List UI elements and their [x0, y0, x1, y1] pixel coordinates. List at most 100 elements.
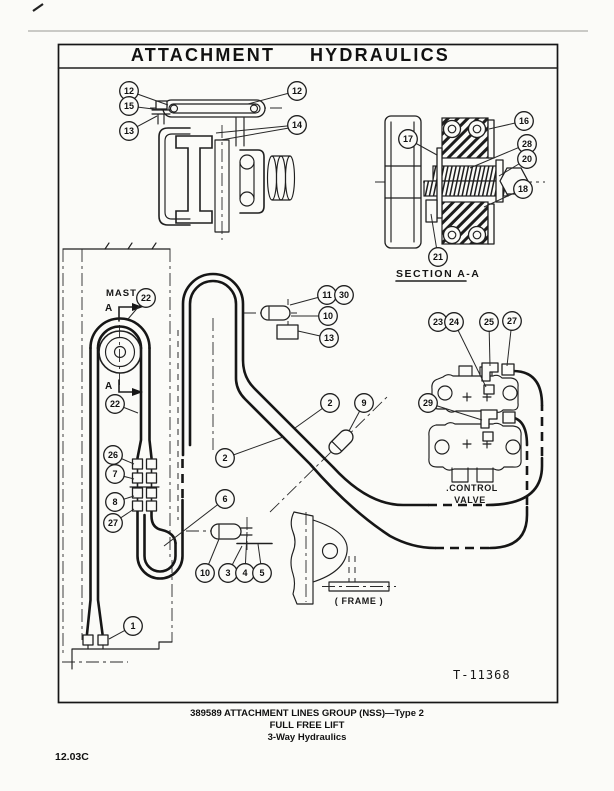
- callout-27: [502, 311, 522, 331]
- callout-label-22: 22: [110, 399, 120, 409]
- callout-label-13: 13: [324, 333, 334, 343]
- callout-24: [444, 312, 464, 332]
- callout-label-2: 2: [222, 453, 227, 463]
- title-attachment: ATTACHMENT: [131, 45, 275, 65]
- arrow-a-top-line: [118, 306, 133, 322]
- callout-20: [517, 149, 537, 169]
- caption-line1: 389589 ATTACHMENT LINES GROUP (NSS)—Type…: [190, 708, 424, 719]
- arrow-a-bottom-line: [118, 379, 133, 393]
- sheave-flange-1: [266, 155, 278, 201]
- elbow-fitting-25: [481, 362, 499, 382]
- registration-tick: [32, 3, 44, 12]
- fitting-1b: [97, 634, 109, 646]
- channel-right: [239, 149, 265, 214]
- caption-line2: FULL FREE LIFT: [270, 720, 345, 731]
- valve-port-lr: [505, 439, 521, 455]
- bar-curl-right: [249, 104, 259, 113]
- ubend-outer: [136, 498, 184, 580]
- fitting-8b: [145, 487, 158, 499]
- control-valve-label-2: VALVE: [454, 495, 486, 505]
- fitting-26b: [145, 458, 158, 470]
- callout-15: [119, 96, 139, 116]
- callout-9: [354, 393, 374, 413]
- figure-frame: ATTACHMENT HYDRAULICS: [57, 43, 559, 704]
- sheave-flange-2: [275, 155, 287, 201]
- callout-label-2: 2: [327, 398, 332, 408]
- frame-bracket: ( FRAME ): [290, 511, 396, 606]
- control-valve: .CONTROL VALVE: [428, 362, 522, 505]
- callout-label-14: 14: [292, 120, 302, 130]
- callout-2: [215, 448, 235, 468]
- valve-port-ul: [437, 385, 453, 401]
- square-fitting-b: [502, 411, 516, 424]
- valve-bottom-tabs: [451, 467, 494, 483]
- bolt-detail-2: [472, 124, 482, 134]
- plate-top: [487, 119, 495, 159]
- valve-body-lower: [428, 422, 522, 471]
- callout-21: [428, 247, 448, 267]
- bar-curl-left: [169, 104, 179, 113]
- frame-label: ( FRAME ): [335, 596, 383, 606]
- callout-29: [418, 393, 438, 413]
- fitting-10-pill: [210, 523, 242, 540]
- page-code: 12.03C: [55, 751, 89, 763]
- carriage-outline: [71, 641, 173, 670]
- section-aa: SECTION A-A: [384, 115, 529, 282]
- hydraulic-hoses: [85, 272, 544, 636]
- caption-line3: 3-Way Hydraulics: [268, 732, 347, 743]
- callout-16: [514, 111, 534, 131]
- bolt-detail-3: [447, 230, 457, 240]
- bushing: [425, 199, 438, 223]
- figure-border: [57, 43, 559, 704]
- mast-loop-inner: [96, 325, 143, 350]
- callout-14: [287, 115, 307, 135]
- bolt-top-right: [467, 119, 487, 139]
- bar-supports: [235, 117, 245, 147]
- title-hydraulics: HYDRAULICS: [310, 45, 450, 65]
- hose2-a-corner: [485, 456, 544, 507]
- callout-label-26: 26: [108, 450, 118, 460]
- fitting-27a: [131, 500, 144, 512]
- callout-label-12: 12: [124, 86, 134, 96]
- callout-label-11: 11: [322, 290, 332, 300]
- square-fitting-27: [501, 363, 515, 376]
- square-fitting-23-24: [483, 384, 495, 395]
- callout-10: [318, 306, 338, 326]
- hose2-b: [188, 279, 437, 550]
- bolt-detail-1: [447, 124, 457, 134]
- callout-25: [479, 312, 499, 332]
- callout-22: [105, 394, 125, 414]
- section-aa-label: SECTION A-A: [396, 268, 480, 280]
- callout-label-13: 13: [124, 126, 134, 136]
- control-valve-label-1: .CONTROL: [446, 483, 498, 493]
- callout-18: [513, 179, 533, 199]
- i-beam: [175, 135, 213, 224]
- tick-marks: [104, 242, 157, 250]
- caption-block: 389589 ATTACHMENT LINES GROUP (NSS)—Type…: [190, 708, 424, 743]
- callout-leader-14: [215, 124, 298, 134]
- gusset-hole: [321, 542, 339, 560]
- callout-22: [136, 288, 156, 308]
- callout-1: [123, 616, 143, 636]
- fitting-13-square: [276, 324, 299, 340]
- arrow-a-bottom-label: A: [105, 381, 112, 392]
- fitting-1a: [82, 634, 94, 646]
- arrow-a-top-head: [132, 303, 143, 311]
- callout-label-10: 10: [323, 311, 333, 321]
- scan-artifacts: [28, 3, 588, 32]
- elbow-fitting-29: [480, 409, 498, 429]
- mast-label: MAST: [106, 288, 137, 299]
- callout-label-3: 3: [225, 568, 230, 578]
- hose-right-b: [136, 346, 143, 460]
- callout-label-21: 21: [433, 252, 443, 262]
- callout-label-12: 12: [292, 86, 302, 96]
- mast-pulley-hub: [113, 345, 127, 359]
- valve-port-ll: [434, 439, 450, 455]
- sheave-detail-lines: [384, 121, 422, 243]
- mast-area: MAST A A: [98, 288, 143, 396]
- callout-5: [252, 563, 272, 583]
- retainer-bar-inner: [168, 103, 261, 114]
- mast-head-assembly: [150, 99, 296, 240]
- callout-label-27: 27: [108, 518, 118, 528]
